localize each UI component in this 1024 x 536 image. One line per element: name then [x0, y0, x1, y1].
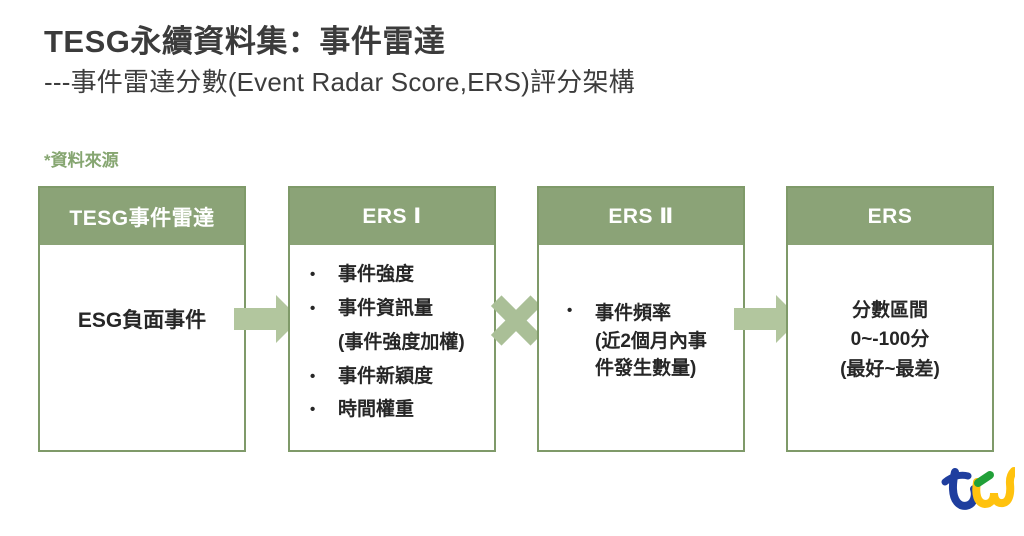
- arrow-body: [734, 308, 776, 330]
- box-body: • 事件強度 • 事件資訊量 (事件強度加權) • 事件新穎度 • 時間權重: [290, 248, 494, 448]
- arrow-body: [234, 308, 276, 330]
- bullet-icon: •: [310, 299, 316, 317]
- list-item: • 時間權重: [310, 399, 486, 421]
- list-item-note: (事件強度加權): [338, 332, 486, 354]
- box-header: TESG事件雷達: [40, 188, 244, 248]
- bullet-icon: •: [567, 302, 573, 319]
- tej-logo-graphic: [941, 467, 1018, 510]
- flow-box-ers-final: ERS 分數區間 0~-100分 (最好~最差): [786, 186, 994, 452]
- tej-logo: [941, 466, 1018, 520]
- box-body: • 事件頻率 (近2個月內事 件發生數量): [539, 248, 743, 448]
- flow-box-ers-1: ERS Ⅰ • 事件強度 • 事件資訊量 (事件強度加權) • 事件新穎度 • …: [288, 186, 496, 452]
- multiply-icon: [490, 294, 542, 346]
- flow-box-ers-2: ERS Ⅱ • 事件頻率 (近2個月內事 件發生數量): [537, 186, 745, 452]
- list-item-label: 事件頻率 (近2個月內事 件發生數量): [595, 303, 707, 380]
- box-header: ERS Ⅱ: [539, 188, 743, 248]
- list-item-label: 事件新穎度: [338, 365, 434, 387]
- flow-box-tesg-event-radar: TESG事件雷達 ESG負面事件: [38, 186, 246, 452]
- list-item: • 事件頻率 (近2個月內事 件發生數量): [567, 300, 735, 383]
- list-item-label: (事件強度加權): [338, 331, 465, 353]
- list-item: • 事件新穎度: [310, 366, 486, 388]
- bullet-icon: •: [310, 401, 316, 419]
- list-item-label: 事件強度: [338, 264, 415, 285]
- box-body: 分數區間 0~-100分 (最好~最差): [840, 300, 940, 380]
- list-item: • 事件強度: [310, 264, 486, 286]
- box-body: ESG負面事件: [77, 309, 207, 332]
- list-item-label: 事件資訊量: [338, 297, 434, 319]
- bullet-icon: •: [310, 266, 316, 283]
- page-subtitle: ---事件雷達分數(Event Radar Score,ERS)評分架構: [44, 67, 635, 97]
- data-source-note: *資料來源: [44, 151, 119, 170]
- box-header: ERS: [788, 188, 992, 248]
- box-header: ERS Ⅰ: [290, 188, 494, 248]
- bullet-icon: •: [310, 367, 316, 385]
- list-item: • 事件資訊量: [310, 298, 486, 320]
- page-title: TESG永續資料集：事件雷達: [44, 24, 446, 59]
- list-item-label: 時間權重: [338, 399, 415, 421]
